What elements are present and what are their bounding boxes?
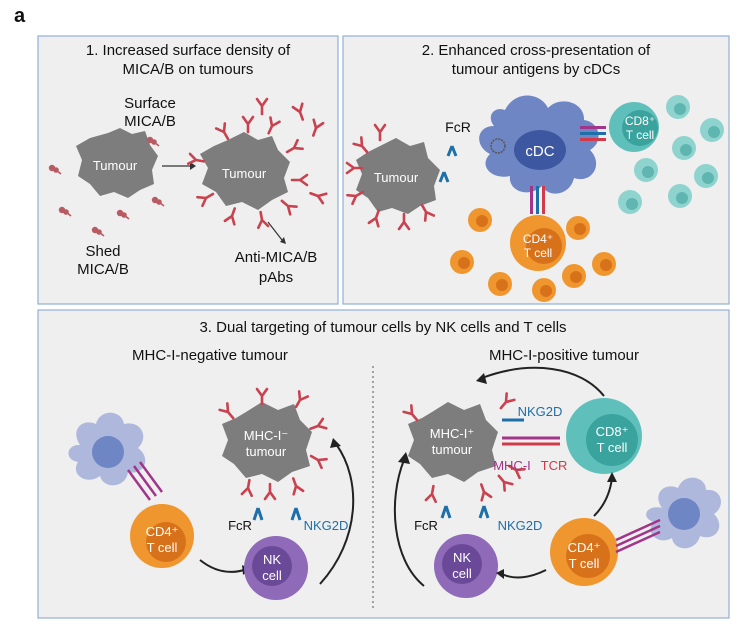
cdc-label: cDC xyxy=(525,143,554,160)
tumour-label: Tumour xyxy=(93,158,138,173)
panel-1: 1. Increased surface density of MICA/B o… xyxy=(37,35,339,305)
cd4-left-label-line1: CD4⁺ xyxy=(146,524,179,539)
cd4-left-label-line2: T cell xyxy=(147,540,178,555)
small-cd4-cell xyxy=(450,250,474,274)
anti-mica-label-line1: Anti-MICA/B xyxy=(235,249,318,266)
right-heading: MHC-I-positive tumour xyxy=(489,347,639,364)
small-cd8-cell xyxy=(618,190,642,214)
mhc-positive-tumour xyxy=(408,402,498,482)
small-cd8-cell xyxy=(666,95,690,119)
small-cd4-cell xyxy=(562,264,586,288)
nk-left-label-line2: cell xyxy=(262,568,282,583)
small-cd8-cell xyxy=(634,158,658,182)
fcr-left-label: FcR xyxy=(228,518,252,533)
small-cd4-cell xyxy=(488,272,512,296)
tcr-label: TCR xyxy=(541,458,568,473)
small-cd4-cell xyxy=(592,252,616,276)
surface-mica-label-line2: MICA/B xyxy=(124,113,176,130)
tumour-left-label-line1: MHC-I⁻ xyxy=(244,428,288,443)
nk-right-label-line1: NK xyxy=(453,550,471,565)
arrow xyxy=(199,559,245,573)
tumour-cell xyxy=(356,138,440,214)
panel-1-title-line2: MICA/B on tumours xyxy=(123,61,254,78)
nk-right-label-line2: cell xyxy=(452,566,472,581)
small-cd8-cell xyxy=(700,118,724,142)
tumour-cell xyxy=(76,128,158,198)
small-cd8-cell xyxy=(694,164,718,188)
shed-mica-label-line1: Shed xyxy=(85,243,120,260)
cd4-label-line2: T cell xyxy=(524,246,552,260)
shed-mica-label-line2: MICA/B xyxy=(77,261,129,278)
panel-3: 3. Dual targeting of tumour cells by NK … xyxy=(37,309,730,619)
cd8-right-label-line1: CD8⁺ xyxy=(596,424,629,439)
small-cd8-cell xyxy=(668,184,692,208)
small-cd4-cell xyxy=(468,208,492,232)
tumour-right-label-line2: tumour xyxy=(432,442,473,457)
arrow xyxy=(501,569,547,579)
cd4-label-line1: CD4⁺ xyxy=(523,232,553,246)
small-cd4-cell xyxy=(532,278,556,302)
arrow xyxy=(319,443,355,585)
fcr-right-label: FcR xyxy=(414,518,438,533)
nk-left-label-line1: NK xyxy=(263,552,281,567)
mhc-i-label: MHC-I xyxy=(493,458,531,473)
tumour-right-label-line1: MHC-I⁺ xyxy=(430,426,474,441)
cd8-label-line2: T cell xyxy=(626,128,654,142)
fcr-label: FcR xyxy=(445,119,471,135)
figure-label: a xyxy=(14,5,26,27)
anti-mica-label-line2: pAbs xyxy=(259,269,293,286)
nkg2d-left-label: NKG2D xyxy=(304,518,349,533)
tumour-label: Tumour xyxy=(374,170,419,185)
panel-2-title-line2: tumour antigens by cDCs xyxy=(452,61,620,78)
nkg2d-right-label: NKG2D xyxy=(498,518,543,533)
cd8-right-label-line2: T cell xyxy=(597,440,628,455)
small-cd4-cell xyxy=(566,216,590,240)
arrow xyxy=(481,367,605,397)
panel-3-title: 3. Dual targeting of tumour cells by NK … xyxy=(199,319,566,336)
small-cd8-cell xyxy=(672,136,696,160)
cd8-label-line1: CD8⁺ xyxy=(625,114,655,128)
cd4-right-label-line2: T cell xyxy=(569,556,600,571)
tumour-left-label-line2: tumour xyxy=(246,444,287,459)
panel-1-title-line1: 1. Increased surface density of xyxy=(86,42,291,59)
cd4-right-label-line1: CD4⁺ xyxy=(568,540,601,555)
panel-2: 2. Enhanced cross-presentation of tumour… xyxy=(342,35,730,305)
tumour-label: Tumour xyxy=(222,166,267,181)
mhc-negative-tumour xyxy=(222,402,312,482)
surface-mica-label-line1: Surface xyxy=(124,95,176,112)
panel-2-title-line1: 2. Enhanced cross-presentation of xyxy=(422,42,651,59)
nkg2d-top-label: NKG2D xyxy=(518,404,563,419)
tumour-cell xyxy=(200,132,290,210)
arrow xyxy=(393,459,425,587)
left-heading: MHC-I-negative tumour xyxy=(132,347,288,364)
